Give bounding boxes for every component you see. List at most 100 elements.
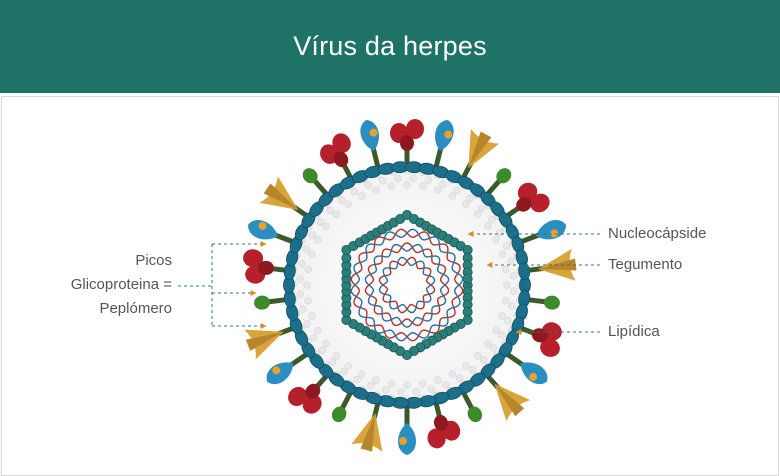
tegument-particle [322, 340, 330, 348]
tegument-particle [480, 355, 488, 364]
tegument-particle [322, 222, 330, 230]
dna-strand [350, 228, 464, 342]
tegument-particle [468, 366, 477, 374]
glycoprotein-spike [518, 322, 562, 357]
label-nucleocapside: Nucleocápside [608, 225, 707, 242]
glycoprotein-spike [433, 119, 454, 169]
tegument-particle [497, 331, 506, 339]
tegument-particle [303, 281, 311, 289]
tegument-particle [509, 272, 518, 280]
tegument-particle [424, 176, 432, 184]
tegument-particle [439, 180, 447, 188]
tegument-particle [304, 296, 312, 305]
tegument-particle [503, 242, 511, 250]
glycoprotein-spike [427, 401, 461, 449]
glycoprotein-spike [351, 401, 383, 452]
tegument-particle [367, 382, 375, 390]
glycoprotein-spike [266, 351, 309, 385]
title-banner: Vírus da herpes [0, 0, 780, 93]
tegument-particle [503, 281, 511, 289]
tegument-particle [364, 181, 372, 189]
tegument-particle [412, 387, 420, 396]
glycoprotein-spike [526, 248, 577, 281]
tegument-particle [308, 312, 316, 320]
tegument-particle [397, 388, 405, 396]
tegument-particle [496, 228, 504, 237]
dna-strand [364, 242, 450, 328]
glycoprotein-spike [485, 168, 512, 197]
tegument-particle [302, 245, 310, 253]
tegument-area [289, 167, 525, 403]
tegument-particle [310, 333, 318, 342]
label-lipidica: Lipídica [608, 323, 660, 340]
tegument-particle [316, 218, 325, 226]
tegument-particle [427, 385, 435, 393]
glycoprotein-spike [244, 325, 296, 360]
glycoprotein-spike [526, 295, 560, 310]
tegument-particle [453, 186, 461, 195]
glycoprotein-spike [331, 390, 353, 423]
tegument-particle [403, 181, 411, 189]
tegument-particle [492, 235, 500, 244]
tegument-particle [350, 188, 359, 196]
tegument-particle [504, 317, 512, 325]
tegument-particle [379, 177, 387, 185]
tegument-particle [498, 312, 506, 320]
glycoprotein-spike [461, 128, 500, 180]
tegument-particle [498, 250, 506, 258]
glycoprotein-spike [243, 249, 288, 284]
tegument-particle [418, 380, 427, 388]
tegument-particle [502, 265, 510, 274]
tegument-particle [387, 380, 396, 388]
label-peplomero: Peplómero [99, 300, 172, 317]
tegument-particle [299, 305, 307, 313]
leader-lines [178, 231, 600, 335]
dna-strand [378, 256, 436, 314]
tegument-particle [344, 200, 352, 208]
tegument-particle [308, 231, 317, 239]
tegument-particle [304, 265, 312, 274]
tegument-particle [455, 374, 464, 382]
label-glicoproteina: Glicoproteina = [70, 276, 172, 293]
tegument-particle [507, 257, 515, 265]
glycoprotein-spike [360, 119, 381, 169]
nucleocapsid [341, 209, 473, 360]
glycoprotein-spike [398, 405, 416, 455]
tegument-particle [303, 320, 311, 328]
dna-genome [350, 228, 464, 342]
glycoprotein-spike [518, 220, 566, 245]
tegument-particle [353, 375, 361, 384]
glycoprotein-spike [461, 390, 483, 423]
tegument-particle [372, 376, 380, 384]
tegument-particle [332, 210, 340, 218]
tegument-particle [489, 344, 498, 352]
page-title: Vírus da herpes [293, 31, 487, 61]
tegument-particle [298, 260, 306, 268]
tegument-particle [510, 287, 518, 295]
tegument-particle [318, 346, 326, 355]
tegument-particle [462, 200, 470, 208]
tegument-particle [328, 358, 337, 366]
tegument-particle [314, 326, 322, 335]
tegument-particle [387, 182, 396, 190]
tegument-particle [372, 186, 380, 194]
capsomere [462, 273, 473, 284]
label-picos: Picos [135, 252, 172, 269]
tegument-particle [434, 186, 442, 194]
tegument-particle [418, 182, 427, 190]
glycoprotein-spike [485, 373, 531, 422]
tegument-particle [394, 174, 402, 183]
tegument-particle [337, 196, 346, 204]
glycoprotein-spike [248, 220, 296, 245]
tegument-particle [308, 250, 316, 258]
tegument-particle [462, 362, 470, 370]
glycoprotein-spike [320, 133, 353, 180]
tegument-particle [340, 367, 348, 376]
glycoprotein-spike [254, 295, 288, 310]
tegument-particle [484, 222, 492, 230]
glycoprotein-spike [505, 182, 550, 219]
tegument-particle [474, 352, 482, 360]
tegument-particle [448, 370, 457, 378]
tegument-particle [326, 206, 334, 215]
